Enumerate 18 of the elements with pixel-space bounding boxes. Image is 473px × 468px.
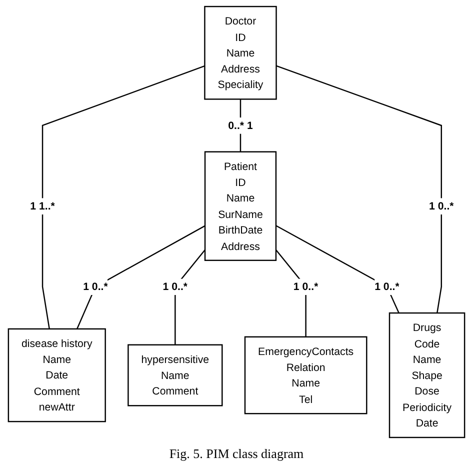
connector [276, 225, 400, 314]
connector [42, 65, 205, 330]
node-box: disease history Name Date Comment newAttr [8, 328, 106, 422]
connector [276, 65, 442, 314]
edge-label: 0..* 1 [228, 119, 253, 132]
edge-label: 1 0..* [374, 280, 400, 293]
edge-label: 1 0..* [83, 280, 108, 293]
edge-label: 1 0..* [429, 200, 454, 212]
node-box: hypersensitive Name Comment [128, 344, 223, 406]
edge-label: 1 1..* [30, 200, 55, 212]
node-box: EmergencyContacts Relation Name Tel [244, 336, 368, 414]
node-box: Doctor ID Name Address Speciality [204, 6, 277, 100]
edge-label: 1 0..* [293, 280, 318, 293]
connector [76, 225, 206, 330]
edge-label: 1 0..* [162, 280, 188, 293]
node-box: Patient ID Name SurName BirthDate Address [204, 151, 277, 261]
caption: Fig. 5. PIM class diagram [169, 445, 304, 463]
node-box: Drugs Code Name Shape Dose Periodicity Date [388, 312, 466, 438]
